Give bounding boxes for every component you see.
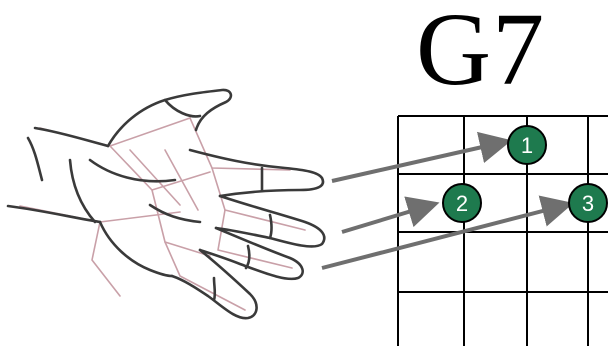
finger-dot-1: 1 (508, 126, 546, 164)
arrow-finger-2 (342, 206, 428, 232)
hand-sketch-icon (8, 90, 324, 318)
finger-dot-3: 3 (569, 184, 607, 222)
finger-dot-label: 3 (582, 191, 594, 216)
finger-dot-label: 2 (456, 191, 468, 216)
fretboard-grid (398, 116, 608, 346)
finger-dot-label: 1 (521, 133, 533, 158)
arrow-finger-1 (332, 143, 500, 181)
finger-dot-2: 2 (443, 184, 481, 222)
